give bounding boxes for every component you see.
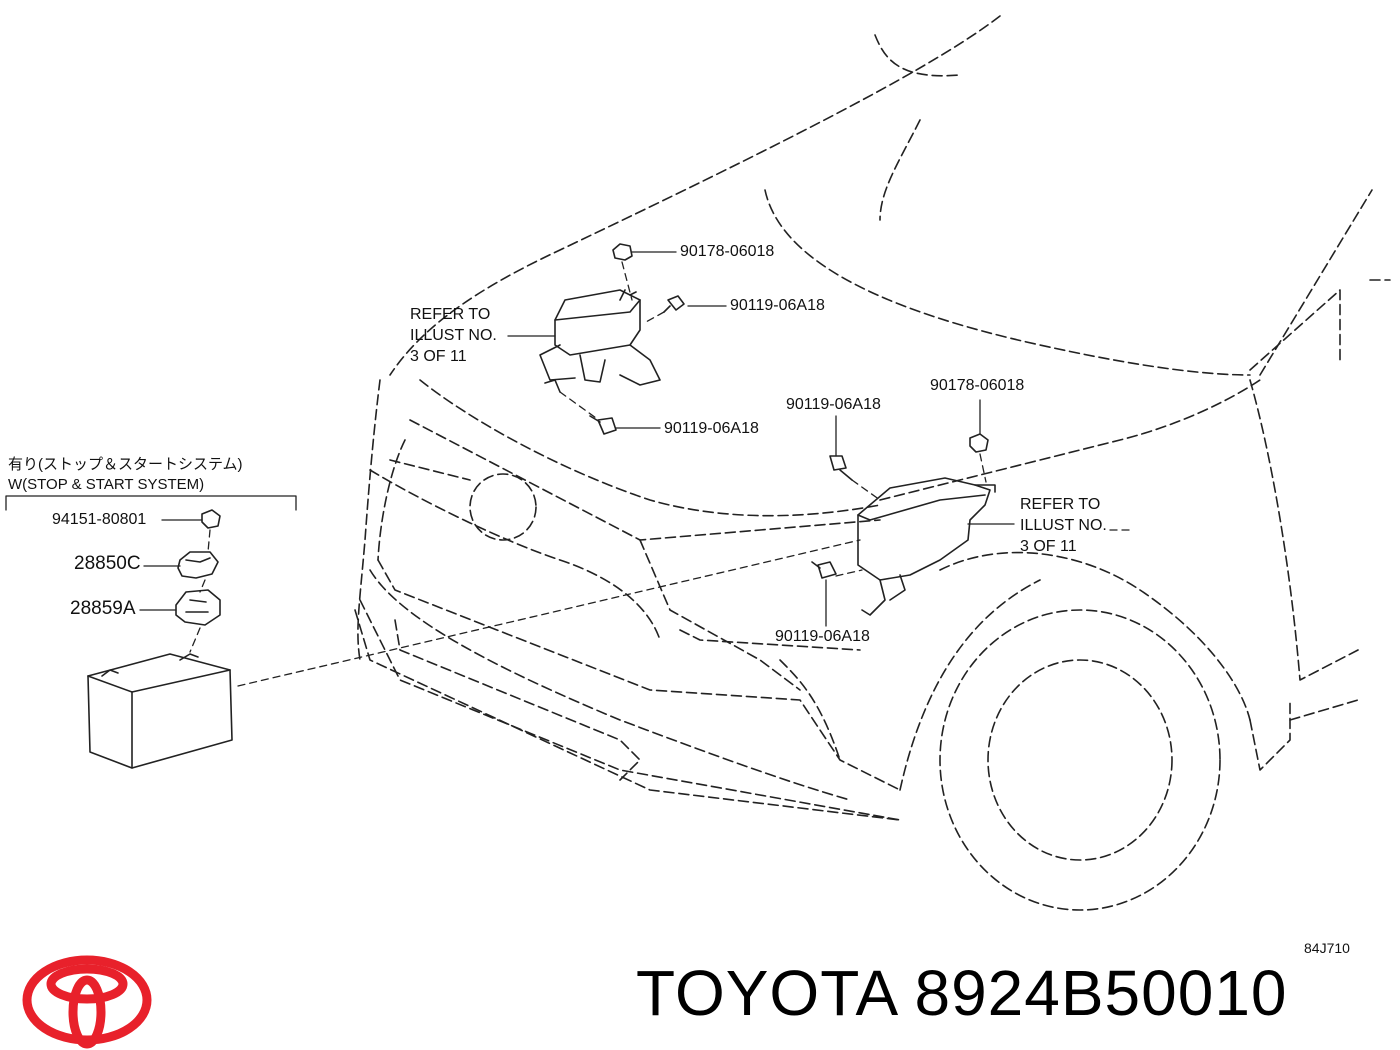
bracket-28850C bbox=[177, 551, 219, 579]
toyota-logo-icon bbox=[22, 955, 152, 1049]
refer-left-line3: 3 OF 11 bbox=[410, 348, 467, 365]
leader-lines bbox=[139, 251, 1015, 627]
part-label-bracket-a: 28859A bbox=[70, 598, 136, 619]
brand-part-number: TOYOTA 8924B50010 bbox=[636, 957, 1288, 1029]
part-label-bolt-bottom-right: 90119-06A18 bbox=[775, 628, 870, 645]
part-label-nut-top-right: 90178-06018 bbox=[930, 377, 1025, 394]
refer-left-line1: REFER TO bbox=[410, 306, 491, 323]
bracket-28859A bbox=[175, 589, 221, 626]
refer-left-line2: ILLUST NO. bbox=[410, 327, 497, 344]
vehicle-hood bbox=[389, 15, 1391, 517]
assembly-lines bbox=[189, 261, 1131, 687]
wiper-cowl bbox=[874, 34, 961, 77]
refer-right-line1: REFER TO bbox=[1020, 496, 1101, 513]
refer-label-left: REFER TO ILLUST NO. 3 OF 11 bbox=[410, 304, 497, 367]
right-junction-box bbox=[857, 477, 996, 616]
left-relay-module bbox=[539, 289, 661, 393]
refer-label-right: REFER TO ILLUST NO. 3 OF 11 bbox=[1020, 494, 1107, 557]
refer-right-line3: 3 OF 11 bbox=[1020, 538, 1077, 555]
stop-start-note-jp: 有り(ストップ＆スタートシステム) bbox=[8, 456, 243, 473]
front-fender bbox=[899, 379, 1359, 791]
front-bumper bbox=[354, 379, 901, 821]
part-label-nut-top-left: 90178-06018 bbox=[680, 243, 775, 260]
illustration-code: 84J710 bbox=[1304, 940, 1350, 956]
battery bbox=[87, 653, 233, 769]
front-wheel-rim bbox=[987, 659, 1173, 861]
front-wheel bbox=[939, 609, 1221, 911]
fasteners bbox=[201, 243, 989, 579]
part-label-bracket-c: 28850C bbox=[74, 553, 141, 574]
part-label-bolt-mid-left: 90119-06A18 bbox=[664, 420, 759, 437]
stop-start-note-en: W(STOP & START SYSTEM) bbox=[8, 476, 205, 493]
grille-emblem bbox=[469, 473, 537, 541]
part-label-bolt-top-left: 90119-06A18 bbox=[730, 297, 825, 314]
part-label-nut-battery: 94151-80801 bbox=[52, 511, 147, 528]
note-bracket bbox=[5, 495, 297, 511]
part-label-bolt-top-right: 90119-06A18 bbox=[786, 396, 881, 413]
refer-right-line2: ILLUST NO. bbox=[1020, 517, 1107, 534]
